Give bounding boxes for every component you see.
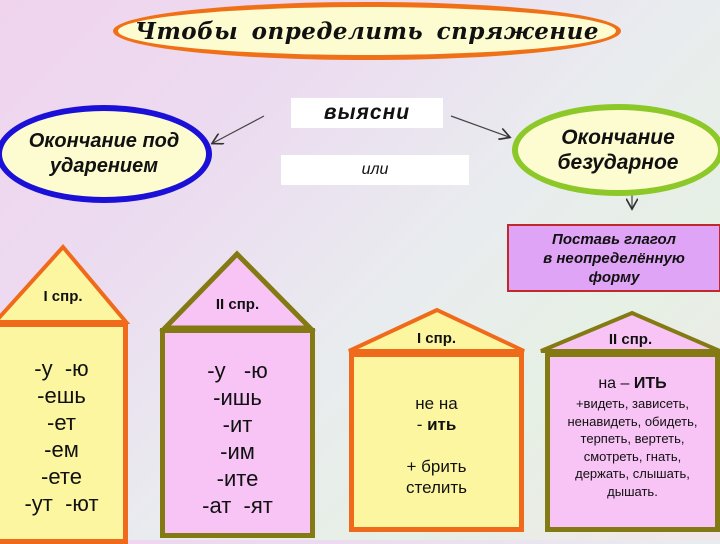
house-3-roof [348, 307, 525, 353]
ending-line: -ат -ят [202, 493, 273, 518]
ending-bold: ить [427, 415, 457, 434]
stressed-ending-oval: Окончание под ударением [0, 105, 212, 203]
ending-line: -ем [44, 437, 79, 462]
exception-line: держать, слышать, [575, 466, 690, 481]
ending-line: -ет [47, 410, 76, 435]
unstressed-ending-oval: Окончание безударное [512, 104, 720, 196]
unstressed-ending-line2: безударное [557, 151, 679, 174]
instruction-line3: форму [588, 268, 640, 286]
title-oval: Чтобы определить спряжение [113, 2, 621, 60]
ending-bold: ИТЬ [633, 375, 667, 392]
ending-line: -ишь [213, 385, 262, 410]
arrow-right-icon [450, 115, 509, 137]
infinitive-instruction-box: Поставь глагол в неопределённую форму [507, 224, 720, 292]
rule-line: не на [415, 394, 458, 413]
arrow-left-icon [213, 115, 265, 143]
ending-line: -у -ю [207, 358, 268, 383]
ending-line: -ешь [37, 383, 86, 408]
instruction-line1: Поставь глагол [552, 230, 676, 248]
ending-line: -им [220, 439, 255, 464]
house-1-roof-label: I спр. [43, 288, 83, 305]
rule-line: на – ИТЬ [598, 375, 667, 392]
house-2-roof [159, 250, 316, 331]
exception-line: стелить [405, 478, 468, 497]
rule-line: - ить [416, 415, 457, 434]
ending-line: -ите [216, 466, 259, 491]
stressed-ending-line2: ударением [49, 155, 159, 177]
page-title: Чтобы определить спряжение [134, 17, 600, 45]
house-4-roof [540, 310, 720, 353]
ending-line: -ут -ют [24, 491, 99, 516]
exception-line: терпеть, вертеть, [580, 431, 685, 446]
exception-line: + брить [406, 457, 467, 476]
house-3-body: не на - ить + брить стелить [349, 352, 524, 532]
exception-line: ненавидеть, обидеть, [567, 413, 698, 429]
house-2-roof-label: II спр. [215, 296, 260, 313]
stressed-ending-line1: Окончание под [28, 130, 180, 152]
house-1-body: -у -ю -ешь -ет -ем -ете -ут -ют [0, 322, 128, 544]
or-label: или [281, 155, 469, 185]
ending-line: -ете [41, 464, 82, 489]
house-4-body: на – ИТЬ +видеть, зависеть, ненавидеть, … [545, 352, 720, 532]
instruction-line2: в неопределённую [543, 249, 685, 267]
unstressed-ending-line1: Окончание [561, 126, 675, 149]
find-out-label: выясни [291, 98, 443, 128]
ending-line: -у -ю [34, 356, 89, 381]
exception-line: +видеть, зависеть, [575, 396, 690, 411]
ending-line: -ит [222, 412, 253, 437]
house-3-roof-label: I спр. [416, 330, 457, 347]
house-2-body: -у -ю -ишь -ит -им -ите -ат -ят [160, 328, 315, 538]
exception-line: смотреть, гнать, [583, 448, 682, 464]
house-4-roof-label: II спр. [608, 331, 653, 348]
exception-line: дышать. [607, 483, 658, 499]
house-1-roof [0, 243, 131, 324]
